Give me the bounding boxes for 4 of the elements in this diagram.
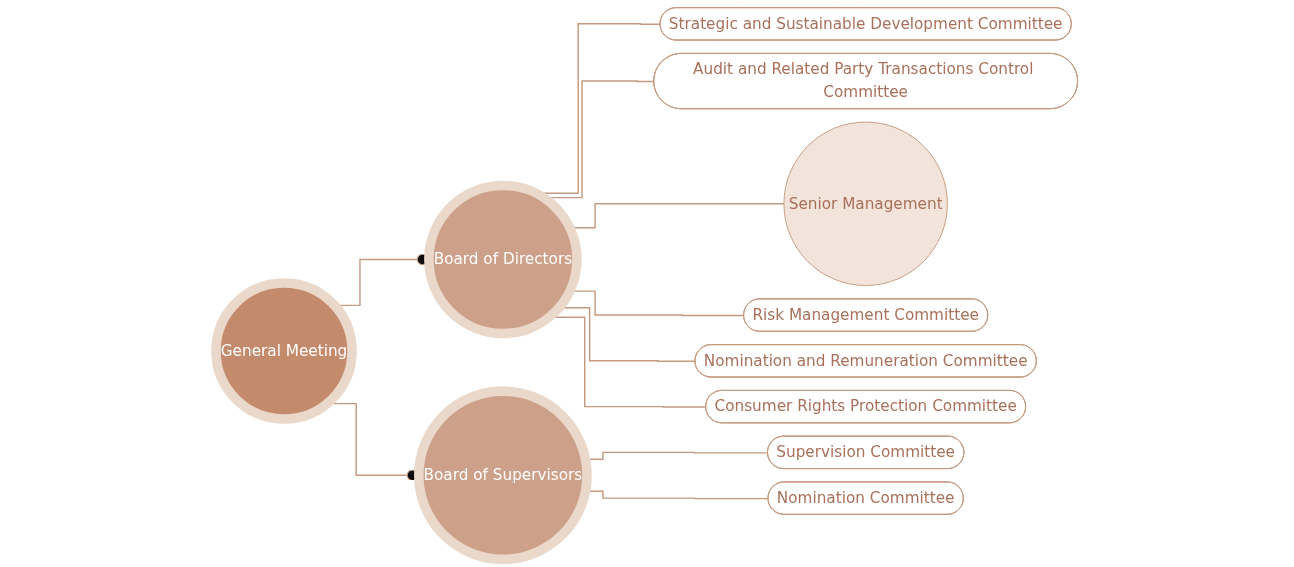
node-circle: Board of Supervisors [414, 386, 592, 565]
node-circle: Board of Directors [424, 180, 582, 339]
node-circle: General Meeting [211, 278, 357, 424]
node-circle: Senior Management [783, 121, 949, 286]
